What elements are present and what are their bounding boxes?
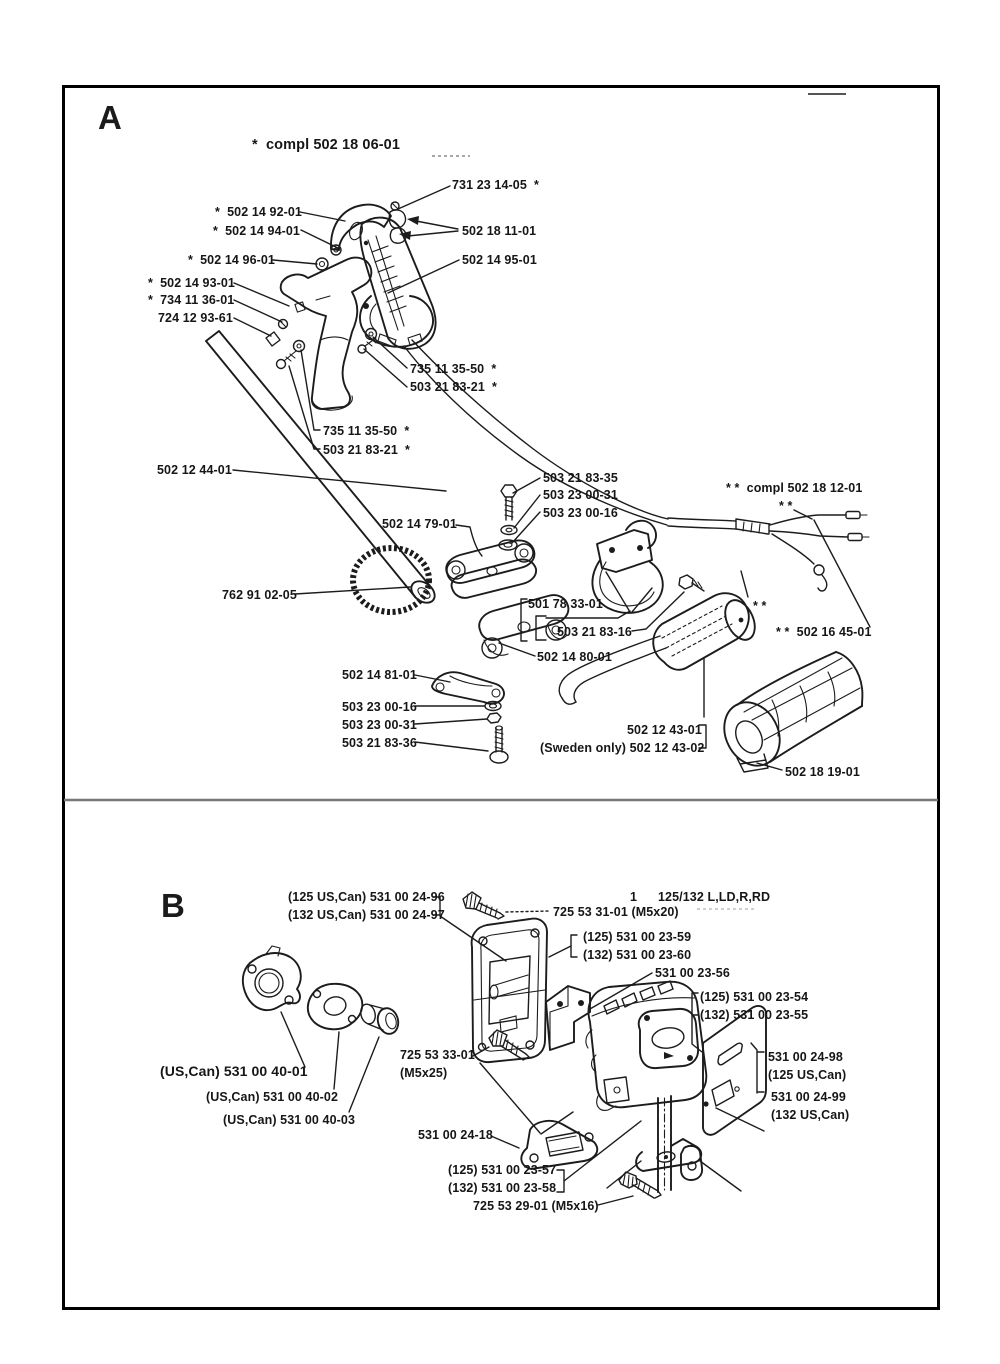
rubber-grip-drawing <box>723 651 864 773</box>
throttle-trigger-hatch <box>371 245 407 313</box>
lower-clamp-drawing <box>431 594 570 764</box>
part-label-531-00-40-02: (US,Can) 531 00 40-02 <box>206 1090 339 1104</box>
part-label-734-11-36-01: * 734 11 36-01 <box>148 293 235 307</box>
screw-m5x25-drawing <box>488 1029 530 1061</box>
wire-harness-drawing <box>667 510 870 592</box>
part-label-735-11-35-50-a: 735 11 35-50 * <box>410 362 497 376</box>
part-label-503-21-83-36: 503 21 83-36 <box>342 736 417 750</box>
part-label-503-23-00-16-b: 503 23 00-16 <box>342 700 417 714</box>
part-label-531-00-24-97: (132 US,Can) 531 00 24-97 <box>288 908 445 922</box>
part-label-502-12-43-02: (Sweden only) 502 12 43-02 <box>540 741 705 755</box>
part-label-502-12-44-01: 502 12 44-01 <box>157 463 232 477</box>
gasket-drawing <box>306 982 364 1031</box>
part-label-502-16-45-01: * * 502 16 45-01 <box>776 625 872 639</box>
part-label-502-14-79-01: 502 14 79-01 <box>382 517 457 531</box>
part-label-531-00-23-55: (132) 531 00 23-55 <box>700 1008 809 1022</box>
part-label-503-23-00-31-a: 503 23 00-31 <box>543 488 618 502</box>
section-a-letter: A <box>98 99 122 136</box>
part-label-503-21-83-35: 503 21 83-35 <box>543 471 618 485</box>
part-label-531-00-24-99: 531 00 24-99 <box>771 1090 846 1104</box>
double-asterisk-mark: * * <box>779 499 793 513</box>
spring-clip-drawing <box>591 519 705 614</box>
part-label-502-14-93-01: * 502 14 93-01 <box>148 276 235 290</box>
section-b-letter: B <box>161 887 185 924</box>
muffler-body-drawing <box>585 980 708 1111</box>
heat-shield-drawing <box>702 1004 767 1136</box>
part-label-531-00-24-98: 531 00 24-98 <box>768 1050 843 1064</box>
model-header-125-132: 125/132 L,LD,R,RD <box>658 890 771 904</box>
part-label-m5x25: (M5x25) <box>400 1066 448 1080</box>
part-label-501-78-33-01: 501 78 33-01 <box>528 597 603 611</box>
part-label-502-18-11-01: 502 18 11-01 <box>462 224 537 238</box>
part-label-503-21-83-16: 503 21 83-16 <box>557 625 632 639</box>
part-label-531-00-24-96: (125 US,Can) 531 00 24-96 <box>288 890 445 904</box>
part-label-502-18-19-01: 502 18 19-01 <box>785 765 860 779</box>
part-label-731-23-14-05: 731 23 14-05 * <box>452 178 539 192</box>
foam-grip-drawing <box>558 592 756 705</box>
part-label-531-00-23-59: (125) 531 00 23-59 <box>583 930 692 944</box>
figure-number: 1 <box>630 890 638 904</box>
part-label-531-00-23-58: (132) 531 00 23-58 <box>448 1181 557 1195</box>
part-label-735-11-35-50-b: 735 11 35-50 * <box>323 424 410 438</box>
part-label-502-14-96-01: * 502 14 96-01 <box>188 253 275 267</box>
part-label-compl-502-18-06-01: * compl 502 18 06-01 <box>252 137 400 153</box>
part-label-531-00-40-01: (US,Can) 531 00 40-01 <box>160 1063 308 1079</box>
part-label-531-00-23-57: (125) 531 00 23-57 <box>448 1163 557 1177</box>
part-label-125-us-can: (125 US,Can) <box>768 1068 847 1082</box>
screw-m5x16-drawing <box>618 1171 662 1199</box>
shaft-tube-drawing <box>205 330 436 615</box>
part-label-503-21-83-21-b: 503 21 83-21 * <box>323 443 410 457</box>
part-label-502-14-92-01: * 502 14 92-01 <box>215 205 302 219</box>
double-asterisk-mark: * * <box>753 599 767 613</box>
part-label-531-00-23-56: 531 00 23-56 <box>655 966 730 980</box>
screw-m5x20-drawing <box>462 891 505 920</box>
part-label-502-14-94-01: * 502 14 94-01 <box>213 224 300 238</box>
part-label-724-12-93-61: 724 12 93-61 <box>158 311 233 325</box>
muffler-plate-drawing <box>470 917 548 1064</box>
part-label-531-00-23-54: (125) 531 00 23-54 <box>700 990 809 1004</box>
part-label-725-53-33-01: 725 53 33-01 <box>400 1048 475 1062</box>
part-label-502-14-80-01: 502 14 80-01 <box>537 650 612 664</box>
plug-drawing <box>360 1003 400 1035</box>
exhaust-flange-drawing <box>241 945 302 1011</box>
part-label-531-00-23-60: (132) 531 00 23-60 <box>583 948 692 962</box>
part-label-132-us-can: (132 US,Can) <box>771 1108 850 1122</box>
part-label-503-23-00-16-a: 503 23 00-16 <box>543 506 618 520</box>
upper-clamp-drawing <box>445 484 538 599</box>
part-label-531-00-40-03: (US,Can) 531 00 40-03 <box>223 1113 356 1127</box>
exhaust-gasket-drawing <box>520 1119 599 1170</box>
lower-bracket-drawing <box>635 1095 704 1193</box>
part-label-725-53-31-01: 725 53 31-01 (M5x20) <box>553 905 679 919</box>
part-label-502-14-81-01: 502 14 81-01 <box>342 668 417 682</box>
handle-fasteners <box>265 201 407 370</box>
handle-assembly-drawing <box>265 201 669 526</box>
part-label-503-21-83-21-a: 503 21 83-21 * <box>410 380 497 394</box>
part-label-762-91-02-05: 762 91 02-05 <box>222 588 297 602</box>
part-label-502-14-95-01: 502 14 95-01 <box>462 253 537 267</box>
part-label-531-00-24-18: 531 00 24-18 <box>418 1128 493 1142</box>
part-label-503-23-00-31-b: 503 23 00-31 <box>342 718 417 732</box>
part-label-compl-502-18-12-01: * * compl 502 18 12-01 <box>726 481 863 495</box>
panel-a-leader-lines <box>232 185 871 771</box>
muffler-bracket-drawing <box>545 985 591 1051</box>
part-label-502-12-43-01: 502 12 43-01 <box>627 723 702 737</box>
panel-b-leader-lines <box>280 896 765 1206</box>
page-frame <box>62 85 940 1310</box>
part-label-725-53-29-01: 725 53 29-01 (M5x16) <box>473 1199 599 1213</box>
